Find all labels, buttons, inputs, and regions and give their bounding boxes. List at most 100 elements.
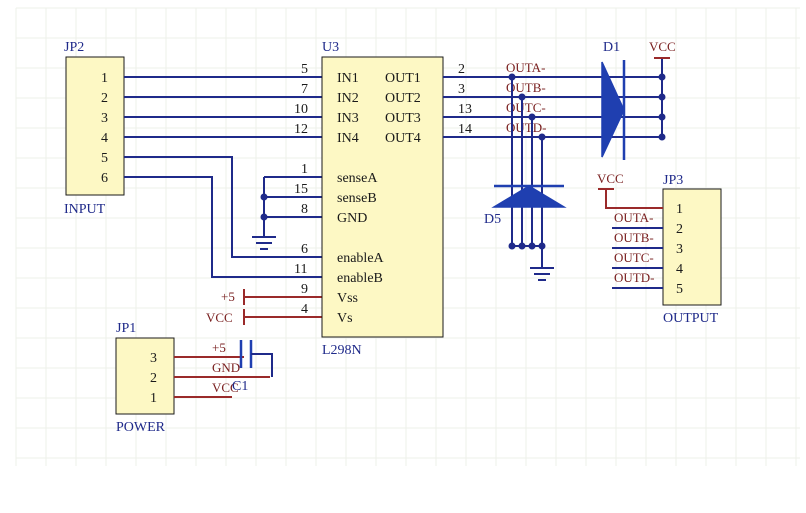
net-label-gnd: GND [212,360,240,375]
connector-jp2[interactable]: JP2 INPUT 1 2 3 4 5 6 [64,40,125,217]
net-label-plus5: +5 [212,340,226,355]
jp2-ref: JP2 [64,40,84,55]
junction-dot [658,73,666,81]
u3-pin-label: enableA [337,251,385,266]
u3-pin-number: 7 [301,82,308,97]
diode-array-d1[interactable]: D1 [601,40,626,160]
u3-pin-label: Vs [337,311,353,326]
u3-body [321,56,444,338]
u3-pin-label: IN3 [337,111,359,126]
u3-name: L298N [322,343,362,358]
d1-body [601,61,625,158]
capacitor-c1[interactable]: C1 [232,340,273,394]
u3-power-wires: +5 VCC [206,289,322,325]
jp1-pin: 3 [150,351,157,366]
ic-u3-l298n[interactable]: U3 L298N 5 7 10 12 1 15 8 6 11 9 4 IN1 I… [294,40,472,358]
junction-dot [538,242,546,250]
u3-pin-label: IN4 [337,131,359,146]
u3-pin-number: 15 [294,182,308,197]
jp3-name: OUTPUT [663,311,719,326]
junction-dot [528,242,536,250]
junction-dot [260,213,268,221]
jp1-ref: JP1 [116,321,136,336]
net-label-plus5: +5 [221,289,235,304]
jp2-body [65,56,125,196]
u3-pin-number: 10 [294,102,308,117]
sense-ground-network [252,176,322,250]
u3-ref: U3 [322,40,339,55]
jp2-name: INPUT [64,202,106,217]
input-wires [124,76,322,278]
d5-body [491,185,567,208]
u3-pin-number: 13 [458,102,472,117]
net-label-outc: OUTC- [614,250,654,265]
net-label-outa: OUTA- [506,60,545,75]
jp1-name: POWER [116,420,166,435]
jp1-pin: 2 [150,371,157,386]
junction-dot [518,93,526,101]
u3-pin-number: 2 [458,62,465,77]
junction-dot [518,242,526,250]
net-label-vcc: VCC [649,39,676,54]
jp2-pin: 1 [101,71,108,86]
u3-pin-label: Vss [337,291,358,306]
junction-dot [508,242,516,250]
jp3-pin: 5 [676,282,683,297]
u3-pin-number: 8 [301,202,308,217]
u3-pin-label: OUT1 [385,71,421,86]
connector-jp1[interactable]: JP1 POWER 3 2 1 [115,321,175,435]
d5-ref: D5 [484,212,501,227]
jp1-body [115,337,175,415]
net-label-vcc: VCC [597,171,624,186]
ground-symbol-d5 [530,267,554,281]
jp2-pin: 3 [101,111,108,126]
net-label-vcc: VCC [212,380,239,395]
u3-pin-number: 12 [294,122,308,137]
junction-dot [538,133,546,141]
jp1-pin: 1 [150,391,157,406]
u3-pin-number: 4 [301,302,308,317]
wire-jp3-vcc [605,189,663,209]
u3-pin-label: GND [337,211,367,226]
output-wires: OUTA- OUTB- OUTC- OUTD- [443,58,666,281]
c1-ref: C1 [232,379,248,394]
junction-dot [508,73,516,81]
u3-pin-label: senseB [337,191,377,206]
u3-pin-label: OUT3 [385,111,421,126]
jp2-pin: 2 [101,91,108,106]
jp2-pin: 6 [101,171,108,186]
junction-dot [658,133,666,141]
diode-array-d5[interactable]: D5 [484,184,567,227]
c1-lead [251,353,273,377]
wire-enable-b [124,176,322,278]
net-label-outd: OUTD- [506,120,546,135]
net-label-outb: OUTB- [614,230,654,245]
jp2-pin: 5 [101,151,108,166]
net-label-outa: OUTA- [614,210,653,225]
connector-jp3[interactable]: JP3 OUTPUT 1 2 3 4 5 [662,173,722,326]
vcc-port-d1: VCC [649,39,676,59]
net-label-outd: OUTD- [614,270,654,285]
u3-pin-number: 1 [301,162,308,177]
u3-pin-number: 14 [458,122,472,137]
junction-dot [658,113,666,121]
u3-pin-number: 5 [301,62,308,77]
jp3-pin: 2 [676,222,683,237]
jp3-pin: 3 [676,242,683,257]
junction-dot [528,113,536,121]
junction-dot [658,93,666,101]
u3-pin-label: senseA [337,171,378,186]
u3-pin-label: IN1 [337,71,359,86]
ground-symbol-u3 [252,236,276,250]
u3-pin-label: OUT4 [385,131,421,146]
u3-pin-label: IN2 [337,91,359,106]
u3-pin-label: enableB [337,271,383,286]
net-label-outc: OUTC- [506,100,546,115]
jp3-ref: JP3 [663,173,683,188]
jp1-wires: +5 GND VCC [174,340,270,398]
jp3-wires: VCC OUTA- OUTB- OUTC- OUTD- [597,171,663,289]
wire-enable-a [124,156,322,258]
net-label-vcc: VCC [206,310,233,325]
junction-dot [260,193,268,201]
